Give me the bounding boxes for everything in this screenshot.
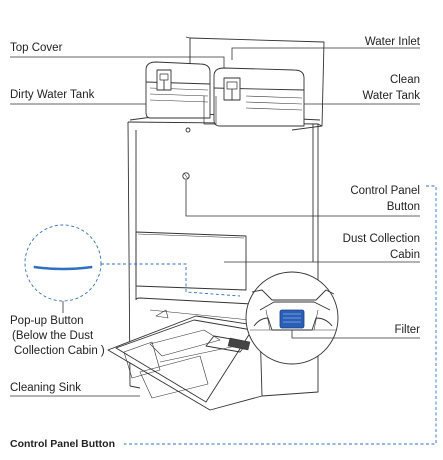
label-dirty-water-tank: Dirty Water Tank — [10, 89, 95, 101]
clean-water-tank — [203, 67, 305, 127]
cleaning-sink — [107, 309, 263, 411]
label-top-cover: Top Cover — [10, 42, 63, 54]
label-pop-up-button-line1: Pop-up Button — [10, 315, 84, 327]
label-clean-water-tank-line1: Clean — [389, 74, 420, 86]
footer-label-control-panel-button: Control Panel Button — [10, 438, 115, 450]
label-control-panel-button-line1: Control Panel — [350, 185, 420, 197]
dashed-callouts — [101, 185, 437, 445]
dust-collection-cabin — [135, 231, 247, 291]
label-cleaning-sink: Cleaning Sink — [10, 382, 81, 394]
top-cover — [185, 36, 325, 131]
label-dust-collection-cabin-line2: Cabin — [389, 249, 420, 261]
control-panel-button-icon — [182, 172, 190, 180]
pop-up-button-zoom-view — [24, 224, 102, 302]
label-control-panel-button-line2: Button — [386, 201, 420, 213]
label-pop-up-button-line3: Collection Cabin ) — [14, 345, 105, 357]
label-dust-collection-cabin-line1: Dust Collection — [342, 233, 420, 245]
label-water-inlet: Water Inlet — [364, 36, 420, 48]
dirty-water-tank — [145, 61, 211, 119]
label-pop-up-button-line2: (Below the Dust — [12, 330, 94, 342]
leader-lines — [10, 47, 420, 397]
filter-texture — [283, 313, 301, 323]
label-filter: Filter — [394, 324, 420, 336]
lid-hinge-dot — [185, 127, 191, 133]
label-clean-water-tank-line2: Water Tank — [362, 90, 420, 102]
filter-element — [279, 309, 305, 329]
